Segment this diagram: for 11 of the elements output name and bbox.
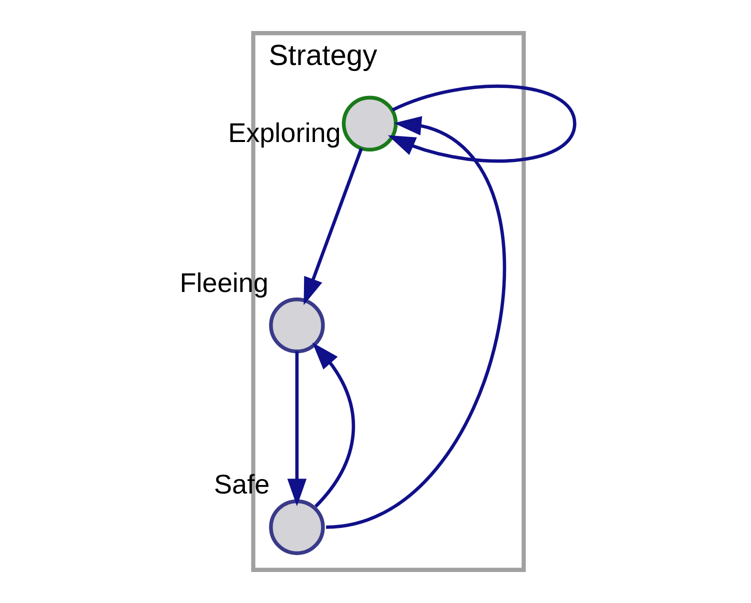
arrow [286,351,306,506]
arrow [325,116,505,529]
node-label: Safe [214,470,270,500]
node-circle [268,499,324,556]
node-circle [341,96,398,152]
node-label: Fleeing [179,268,268,298]
node-circle [268,298,324,354]
node-label: Exploring [228,118,340,148]
arrow [303,148,362,306]
arrow [312,342,354,508]
arrow [387,84,576,163]
